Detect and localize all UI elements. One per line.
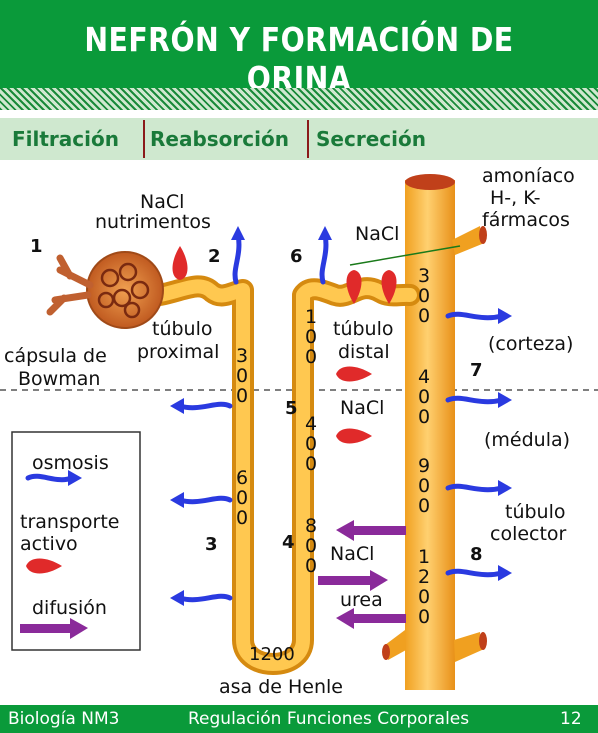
distal-label: distal <box>338 341 390 363</box>
tab-filtracion[interactable]: Filtración <box>12 127 119 151</box>
decorative-pattern <box>0 88 598 110</box>
pointer-line <box>349 245 461 266</box>
label-2: 2 <box>208 246 221 267</box>
tabs-bar <box>0 118 598 160</box>
footer-course: Biología NM3 <box>8 709 120 729</box>
asa-henle-label: asa de Henle <box>219 676 343 698</box>
nacl-4-label: NaCl <box>330 543 374 565</box>
legend-activo-label: activo <box>20 533 78 555</box>
title-bar <box>0 0 598 88</box>
urea-label: urea <box>340 589 383 611</box>
capsula-label: cápsula de <box>4 345 107 367</box>
tubulo-proximal-label: túbulo <box>152 318 213 340</box>
label-8: 8 <box>470 544 483 565</box>
tab-divider <box>307 120 309 158</box>
osmosis-arrows <box>25 231 505 603</box>
tab-divider <box>143 120 145 158</box>
proximal-label: proximal <box>137 341 219 363</box>
label-1: 1 <box>30 236 43 257</box>
nacl-top-label: NaCl <box>140 191 184 213</box>
corteza-label: (corteza) <box>488 333 573 355</box>
label-3: 3 <box>205 534 218 555</box>
tubulo-colector-label: túbulo <box>505 501 566 523</box>
nutrimentos-label: nutrimentos <box>95 211 211 233</box>
amoniaco-label: amoníaco <box>482 165 575 187</box>
legend-transporte-label: transporte <box>20 511 119 533</box>
nacl-distal-label: NaCl <box>355 223 399 245</box>
concentration-1200-bottom: 1200 <box>249 644 295 665</box>
colector-label: colector <box>490 523 567 545</box>
label-5: 5 <box>285 398 298 419</box>
label-7: 7 <box>470 360 483 381</box>
tubulo-distal-label: túbulo <box>333 318 394 340</box>
tab-secrecion[interactable]: Secreción <box>316 127 426 151</box>
footer-topic: Regulación Funciones Corporales <box>188 709 470 729</box>
legend-box <box>11 431 141 651</box>
page-title: NEFRÓN Y FORMACIÓN DE ORINA <box>84 20 514 98</box>
diffusion-arrows <box>20 520 406 639</box>
legend-osmosis-label: osmosis <box>32 452 109 474</box>
footer-bar: Biología NM3 Regulación Funciones Corpor… <box>0 705 598 733</box>
nacl-5-label: NaCl <box>340 397 384 419</box>
footer-page-number: 12 <box>560 709 582 729</box>
bowman-label: Bowman <box>18 368 100 390</box>
label-6: 6 <box>290 246 303 267</box>
label-4: 4 <box>282 532 295 553</box>
h-k-label: H-, K- <box>490 187 541 209</box>
medula-label: (médula) <box>484 429 570 451</box>
tab-reabsorcion[interactable]: Reabsorción <box>150 127 289 151</box>
farmacos-label: fármacos <box>482 209 570 231</box>
active-transport-drops <box>26 246 397 574</box>
collecting-duct <box>382 174 487 690</box>
osmosis-arrowheads <box>68 226 512 606</box>
bowman-capsule <box>46 251 164 329</box>
legend-difusion-label: difusión <box>32 597 107 619</box>
